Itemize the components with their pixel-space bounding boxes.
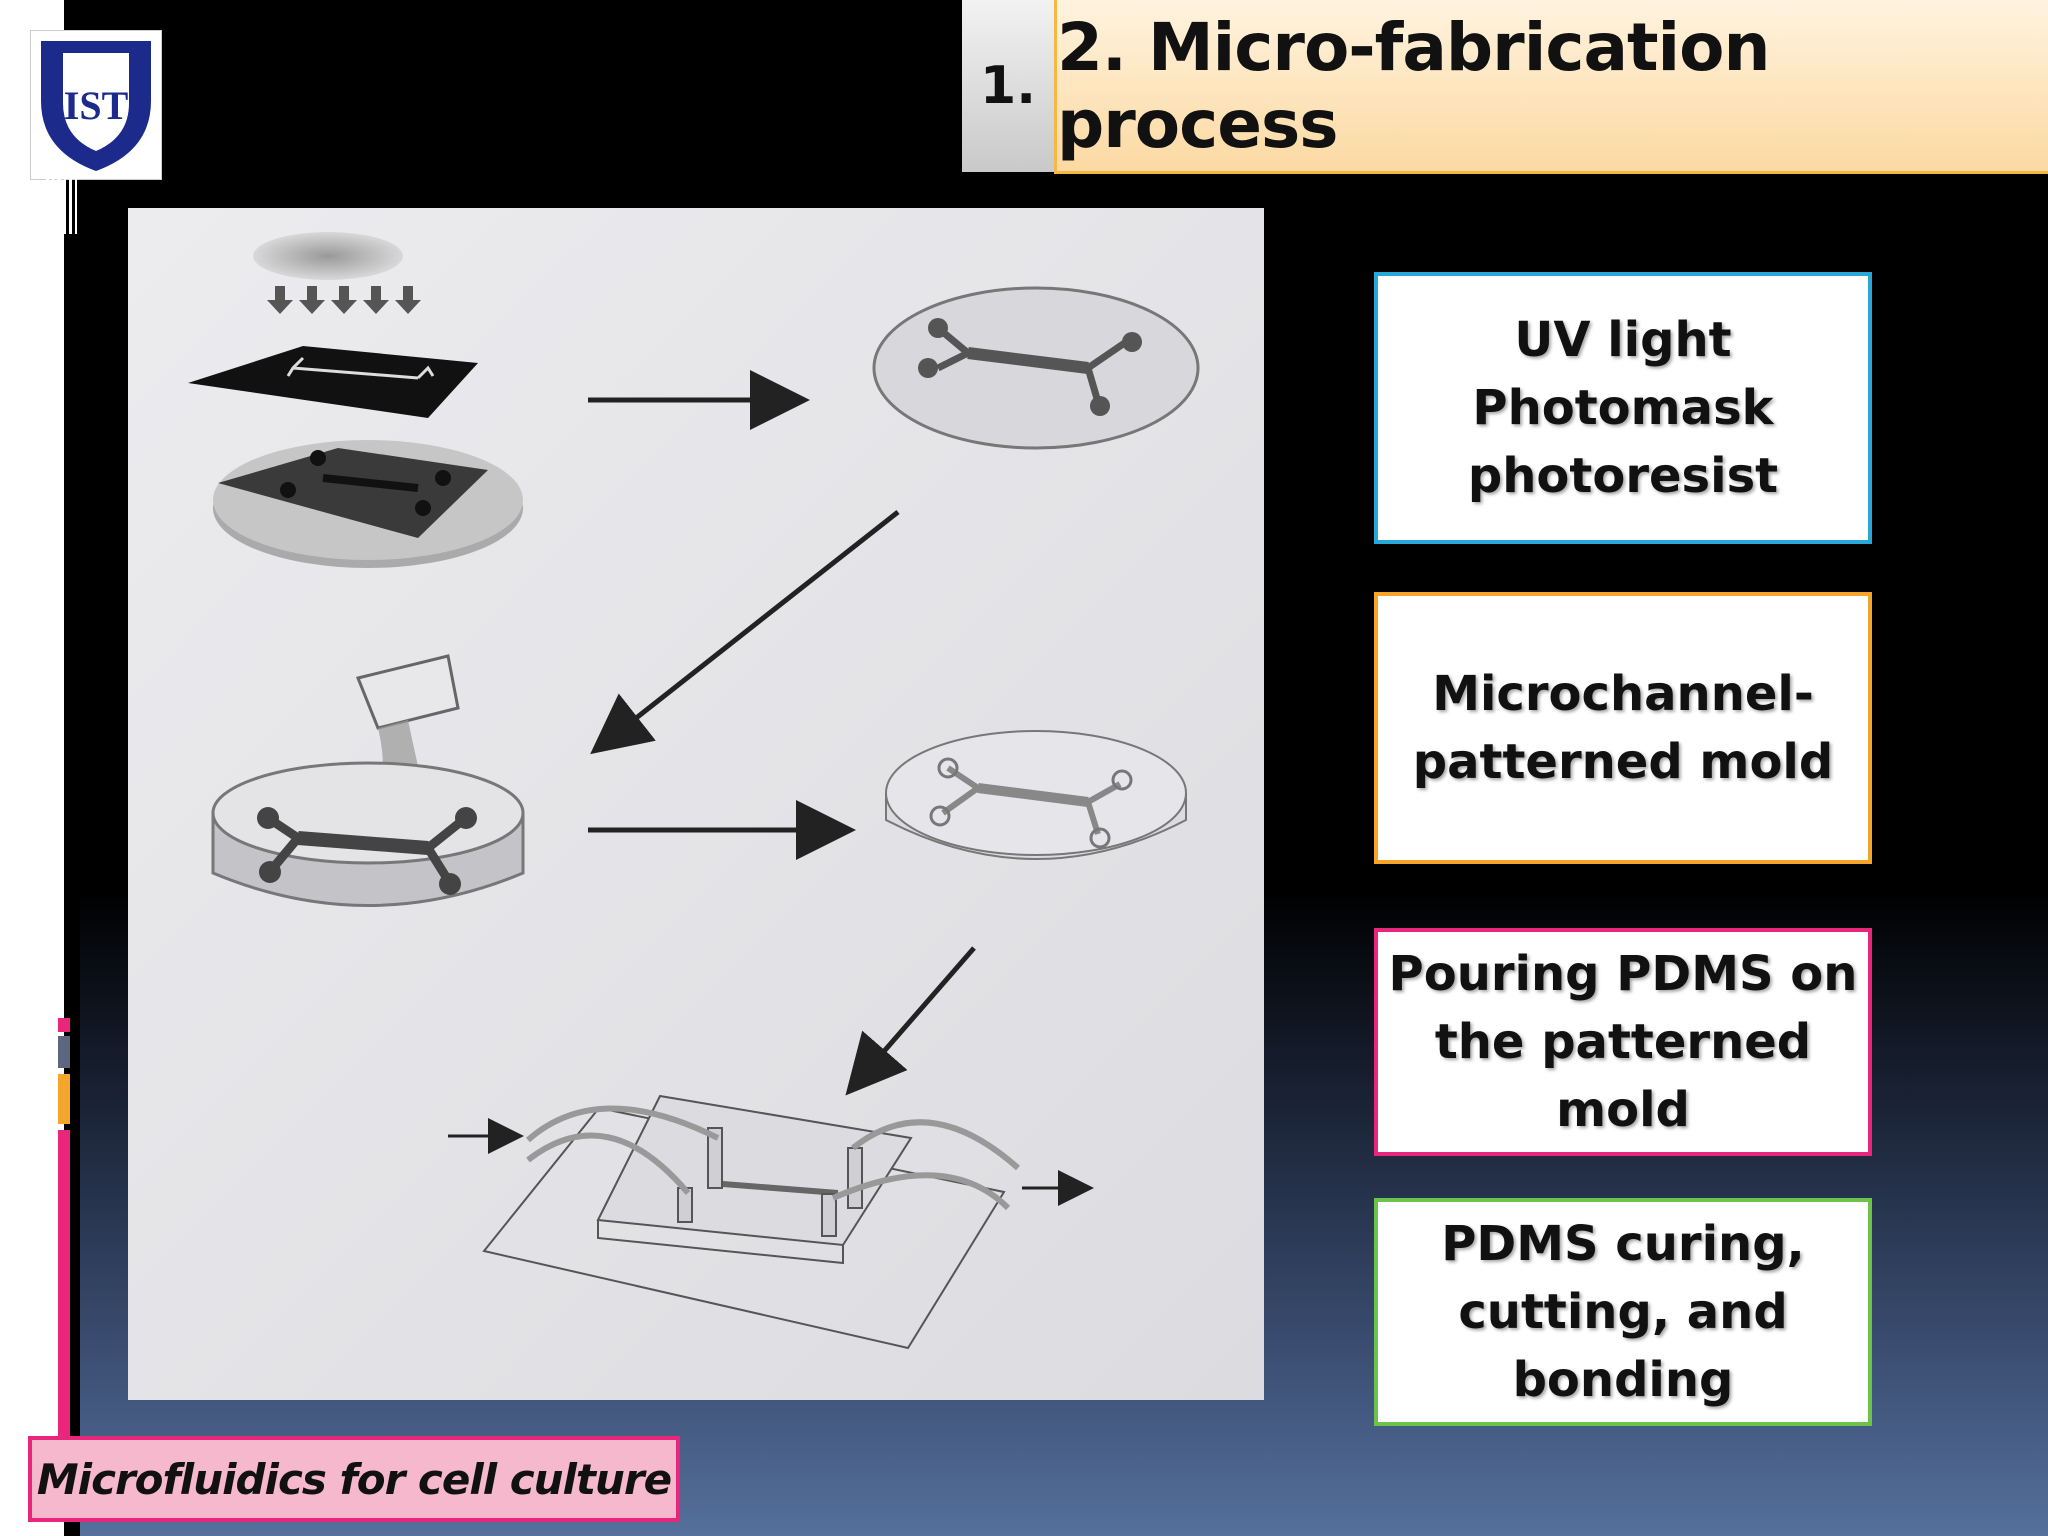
wafer-photoresist-icon xyxy=(213,440,523,568)
barcode-decoration xyxy=(46,176,77,234)
label-pdms-curing-text: PDMS curing, cutting, and bonding xyxy=(1441,1216,1805,1408)
accent-strip-gray xyxy=(58,1036,70,1068)
accent-strip-orange xyxy=(58,1074,70,1124)
ist-shield-icon: IST xyxy=(41,41,151,171)
patterned-wafer-icon xyxy=(872,286,1200,450)
microfabrication-figure xyxy=(128,208,1264,1400)
accent-strip-pink xyxy=(58,1130,70,1436)
microfabrication-diagram-icon xyxy=(188,232,1200,1350)
photomask-icon xyxy=(188,346,478,418)
bonded-chip-icon xyxy=(482,1094,1020,1350)
uv-light-icon xyxy=(253,232,421,314)
label-pouring-pdms-text: Pouring PDMS on the patterned mold xyxy=(1388,946,1858,1138)
title-number: 1. xyxy=(962,0,1054,172)
svg-text:IST: IST xyxy=(64,83,129,128)
petri-dish-pdms-icon xyxy=(211,761,525,907)
label-pouring-pdms: Pouring PDMS on the patterned mold xyxy=(1374,928,1872,1156)
label-uv-photomask: UV light Photomask photoresist xyxy=(1374,272,1872,544)
cured-pdms-dish-icon xyxy=(885,730,1187,860)
arrow-diagonal-icon-2 xyxy=(845,946,976,1096)
page-title: 2. Micro-fabrication process xyxy=(1054,0,2048,174)
arrow-diagonal-icon xyxy=(590,510,900,755)
accent-strip-pink-small xyxy=(58,1018,70,1032)
label-pdms-curing: PDMS curing, cutting, and bonding xyxy=(1374,1198,1872,1426)
label-uv-photomask-text: UV light Photomask photoresist xyxy=(1467,312,1779,504)
footer-caption: Microfluidics for cell culture xyxy=(28,1436,680,1522)
label-patterned-mold-text: Microchannel- patterned mold xyxy=(1412,666,1834,790)
ist-logo: IST xyxy=(30,30,162,180)
label-patterned-mold: Microchannel- patterned mold xyxy=(1374,592,1872,864)
